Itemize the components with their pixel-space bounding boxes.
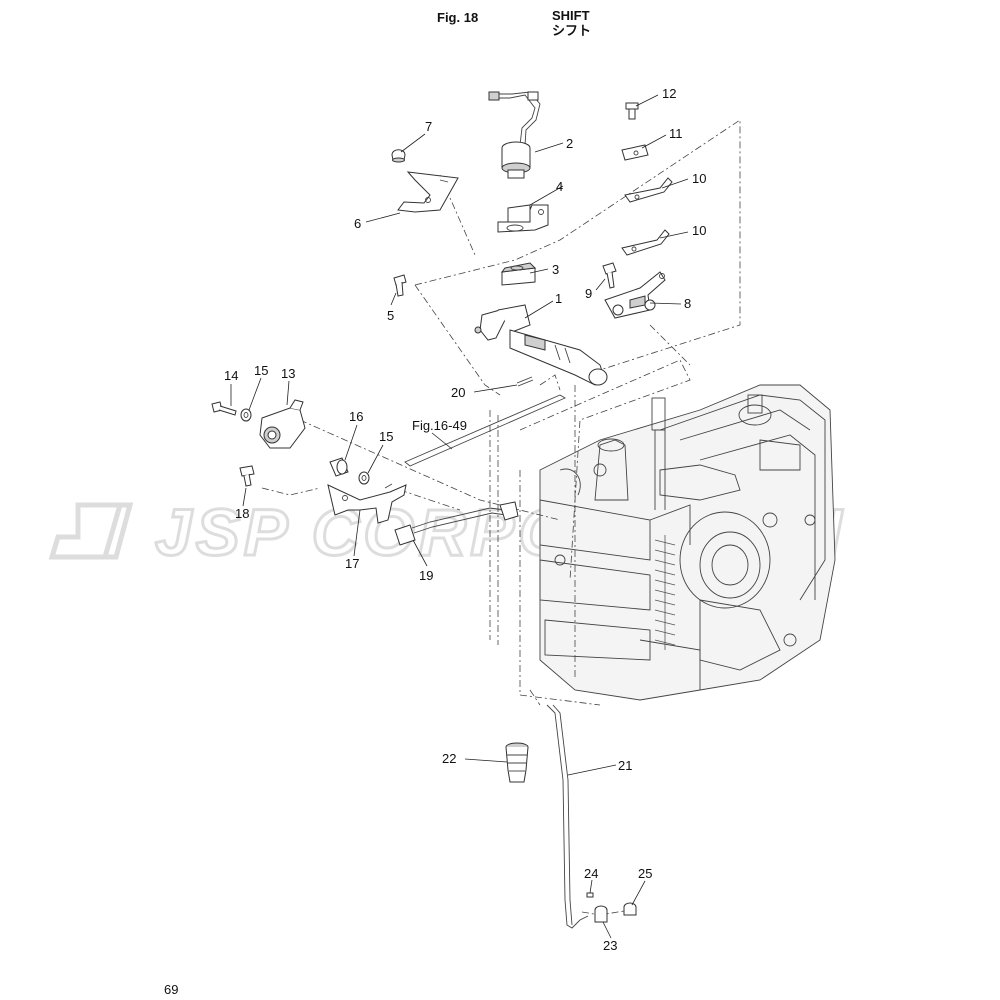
part-8-lever bbox=[604, 271, 666, 319]
figure-title-jp: シフト bbox=[552, 23, 592, 38]
part-21-shift-rod bbox=[546, 704, 589, 929]
callout-10-lower: 10 bbox=[692, 223, 706, 238]
part-12-screw bbox=[625, 102, 639, 120]
callout-3: 3 bbox=[552, 262, 559, 277]
callout-14: 14 bbox=[224, 368, 238, 383]
callout-6: 6 bbox=[354, 216, 361, 231]
callout-8: 8 bbox=[684, 296, 691, 311]
part-9-bolt bbox=[602, 262, 617, 289]
figure-title-en: SHIFT bbox=[552, 8, 590, 23]
part-2-shift-switch bbox=[488, 91, 541, 179]
callout-1: 1 bbox=[555, 291, 562, 306]
part-23-joint bbox=[594, 905, 608, 923]
callout-19: 19 bbox=[419, 568, 433, 583]
callout-24: 24 bbox=[584, 866, 598, 881]
part-22-grommet bbox=[505, 742, 529, 783]
callout-5: 5 bbox=[387, 308, 394, 323]
part-19-sensor-cable bbox=[394, 501, 519, 546]
callout-12: 12 bbox=[662, 86, 676, 101]
callout-21: 21 bbox=[618, 758, 632, 773]
callout-25: 25 bbox=[638, 866, 652, 881]
callout-2: 2 bbox=[566, 136, 573, 151]
part-18-bolt bbox=[239, 465, 255, 487]
fig-16-49-cable bbox=[404, 394, 566, 467]
part-10-clip-upper bbox=[624, 177, 673, 203]
figure-title: SHIFT シフト bbox=[552, 8, 591, 38]
part-11-plate bbox=[621, 144, 649, 161]
part-16-collar bbox=[329, 457, 349, 477]
callout-23: 23 bbox=[603, 938, 617, 953]
part-15-washer-upper bbox=[240, 408, 252, 422]
callout-leader-lines bbox=[230, 94, 689, 939]
callout-4: 4 bbox=[556, 179, 563, 194]
part-13-bracket bbox=[259, 399, 306, 449]
callout-11: 11 bbox=[669, 126, 683, 141]
part-5-bolt bbox=[393, 274, 407, 297]
part-20-pin bbox=[516, 376, 534, 387]
part-14-bolt bbox=[211, 401, 237, 416]
callout-13: 13 bbox=[281, 366, 295, 381]
callout-9: 9 bbox=[585, 286, 592, 301]
callout-18: 18 bbox=[235, 506, 249, 521]
callout-22: 22 bbox=[442, 751, 456, 766]
callout-15-lower: 15 bbox=[379, 429, 393, 444]
part-10-clip-lower bbox=[621, 229, 670, 256]
assembly-reference-lines bbox=[261, 119, 741, 916]
page-number: 69 bbox=[164, 982, 179, 997]
part-6-plate bbox=[397, 171, 459, 213]
callout-7: 7 bbox=[425, 119, 432, 134]
callout-10-upper: 10 bbox=[692, 171, 706, 186]
part-4-bracket bbox=[497, 204, 549, 233]
callout-labels: 2 4 3 1 5 6 7 8 9 10 10 11 12 13 14 15 1… bbox=[224, 86, 706, 953]
cross-reference-label: Fig.16-49 bbox=[412, 418, 467, 433]
part-24-pin bbox=[586, 892, 594, 898]
part-3-cam bbox=[500, 262, 537, 286]
part-7-cap bbox=[391, 149, 406, 163]
part-17-bracket bbox=[327, 483, 407, 524]
callout-15-upper: 15 bbox=[254, 363, 268, 378]
callout-17: 17 bbox=[345, 556, 359, 571]
watermark-logo-icon bbox=[48, 502, 134, 560]
callout-20: 20 bbox=[451, 385, 465, 400]
callout-16: 16 bbox=[349, 409, 363, 424]
part-25-cap bbox=[623, 902, 637, 916]
figure-label: Fig. 18 bbox=[437, 10, 479, 25]
part-1-shift-shaft bbox=[474, 304, 608, 386]
part-15-washer-lower bbox=[358, 471, 370, 485]
engine-block-illustration bbox=[539, 384, 836, 701]
